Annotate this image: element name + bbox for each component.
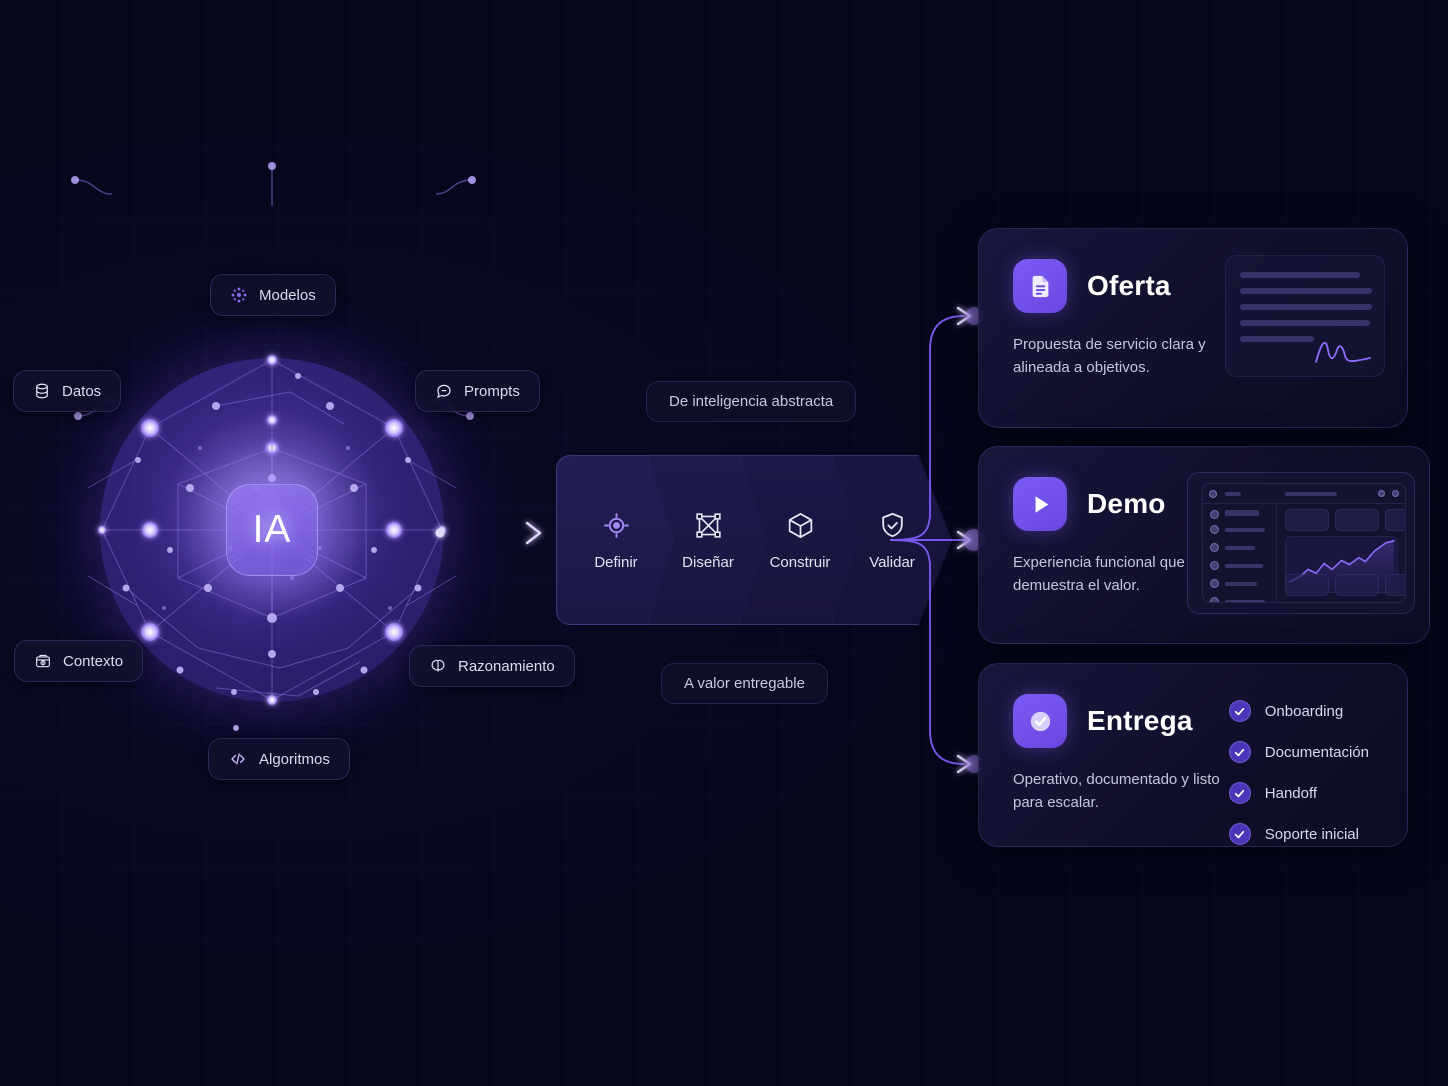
capability-label: Contexto [63, 652, 124, 670]
document-icon [1013, 259, 1067, 313]
check-circle-icon [1013, 694, 1067, 748]
output-card-demo[interactable]: Demo Experiencia funcional que demuestra… [978, 446, 1430, 644]
target-icon [601, 510, 632, 541]
capability-label: Algoritmos [259, 750, 330, 768]
output-card-header: Oferta [1013, 259, 1373, 313]
play-icon [1013, 477, 1067, 531]
capability-label: Razonamiento [458, 657, 555, 675]
checklist-item[interactable]: Onboarding [1228, 700, 1369, 722]
capability-pill-modelos[interactable]: Modelos [210, 274, 336, 316]
ai-core-chip: IA [226, 484, 318, 576]
ai-orb: IA [30, 288, 514, 772]
orb-to-process-arrow [432, 521, 542, 545]
checklist-label: Soporte inicial [1264, 825, 1359, 843]
wireframe-icon [693, 510, 724, 541]
database-icon [33, 382, 51, 400]
capability-pill-algoritmos[interactable]: Algoritmos [208, 738, 350, 780]
ai-core-diagram: IA [0, 0, 560, 772]
checklist-label: Onboarding [1264, 702, 1344, 720]
chat-bubble-icon [435, 382, 453, 400]
transition-from-tag: De inteligencia abstracta [646, 381, 857, 422]
output-card-title: Demo [1087, 488, 1166, 519]
process-step-label: Validar [869, 553, 915, 571]
transition-to-label: A valor entregable [684, 675, 805, 692]
output-card-title: Entrega [1087, 705, 1193, 736]
process-step-definir[interactable]: Definir [556, 455, 676, 625]
capability-pill-prompts[interactable]: Prompts [415, 370, 540, 412]
check-icon [1228, 700, 1251, 722]
output-card-description: Propuesta de servicio clara y alineada a… [1013, 336, 1206, 377]
capability-pill-razonamiento[interactable]: Razonamiento [409, 645, 575, 687]
capability-label: Modelos [259, 286, 316, 304]
output-card-title: Oferta [1087, 270, 1171, 301]
process-pipeline: Definir Diseñar Construir [556, 455, 952, 625]
checklist-item[interactable]: Handoff [1228, 782, 1369, 804]
process-step-label: Definir [594, 553, 638, 571]
output-card-oferta[interactable]: Oferta Propuesta de servicio clara y ali… [978, 228, 1408, 428]
check-icon [1228, 782, 1251, 804]
context-box-icon [34, 652, 52, 670]
check-icon [1228, 741, 1251, 763]
output-card-description: Experiencia funcional que demuestra el v… [1013, 554, 1185, 595]
delivery-checklist: Onboarding Documentación Handoff Soporte… [1228, 700, 1369, 845]
code-brackets-icon [228, 750, 248, 768]
output-card-header: Demo [1013, 477, 1395, 531]
output-card-entrega[interactable]: Entrega Operativo, documentado y listo p… [978, 663, 1408, 847]
capability-pill-datos[interactable]: Datos [13, 370, 122, 412]
transition-from-label: De inteligencia abstracta [669, 393, 834, 410]
network-nodes-icon [230, 286, 248, 304]
shield-check-icon [877, 510, 908, 541]
check-icon [1228, 823, 1251, 845]
transition-to-tag: A valor entregable [661, 663, 828, 704]
checklist-item[interactable]: Soporte inicial [1228, 823, 1369, 845]
ai-core-label: IA [252, 508, 292, 551]
process-step-label: Construir [769, 553, 831, 571]
cube-icon [785, 510, 816, 541]
capability-label: Prompts [464, 382, 520, 400]
output-card-description: Operativo, documentado y listo para esca… [1013, 771, 1220, 812]
checklist-label: Handoff [1264, 784, 1318, 802]
checklist-item[interactable]: Documentación [1228, 741, 1369, 763]
capability-label: Datos [62, 382, 102, 400]
document-mock [1225, 255, 1385, 377]
signature-icon [1315, 341, 1371, 363]
process-step-label: Diseñar [682, 553, 734, 571]
checklist-label: Documentación [1264, 743, 1369, 761]
capability-pill-contexto[interactable]: Contexto [14, 640, 144, 682]
brain-icon [429, 657, 447, 675]
output-card-header: Entrega [1013, 694, 1373, 748]
dashboard-mock [1187, 472, 1415, 614]
